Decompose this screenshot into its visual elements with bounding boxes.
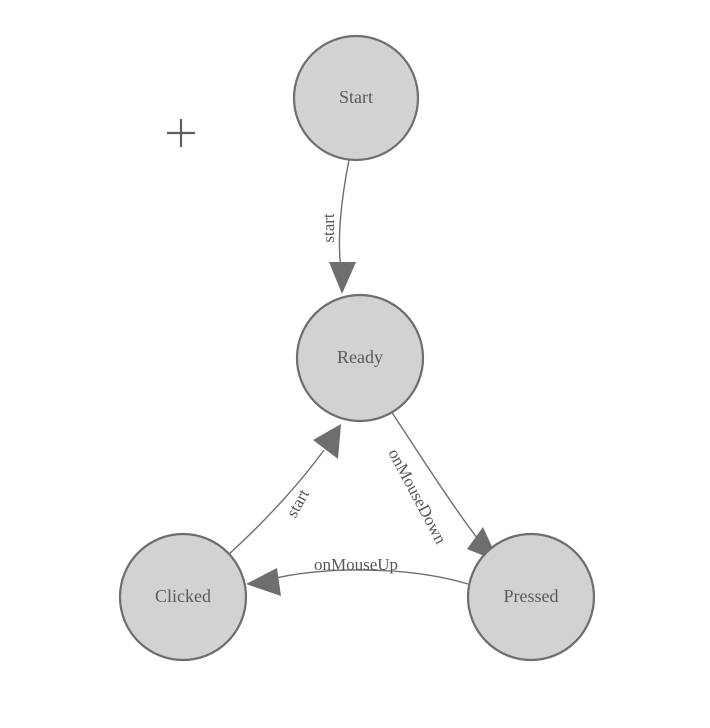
- node-label-clicked: Clicked: [155, 586, 211, 606]
- edge-start-to-ready[interactable]: start: [319, 159, 356, 294]
- edge-path: [227, 449, 325, 556]
- edge-path: [390, 410, 482, 544]
- edge-ready-to-pressed[interactable]: onMouseDown: [384, 410, 499, 562]
- node-ready[interactable]: Ready: [295, 293, 425, 423]
- node-label-ready: Ready: [337, 347, 383, 367]
- edge-clicked-to-ready[interactable]: start: [227, 424, 341, 556]
- node-clicked[interactable]: Clicked: [118, 532, 248, 662]
- edge-label-start-to-ready: start: [319, 213, 338, 243]
- edge-pressed-to-clicked[interactable]: onMouseUp: [246, 555, 469, 596]
- edge-label-ready-to-pressed: onMouseDown: [384, 446, 450, 548]
- arrowhead-icon: [246, 568, 281, 596]
- node-shape: [292, 34, 420, 162]
- edge-label-clicked-to-ready: start: [282, 486, 313, 521]
- edge-path: [267, 569, 469, 585]
- crosshair-icon: [167, 119, 195, 147]
- arrowhead-icon: [329, 262, 356, 294]
- edge-label-pressed-to-clicked: onMouseUp: [314, 555, 398, 574]
- node-label-pressed: Pressed: [504, 586, 559, 606]
- node-shape: [466, 532, 596, 662]
- node-shape: [118, 532, 248, 662]
- node-start[interactable]: Start: [292, 34, 420, 162]
- node-label-start: Start: [339, 87, 373, 107]
- arrowhead-icon: [313, 424, 341, 459]
- node-shape: [295, 293, 425, 423]
- edge-path: [338, 159, 350, 269]
- node-pressed[interactable]: Pressed: [466, 532, 596, 662]
